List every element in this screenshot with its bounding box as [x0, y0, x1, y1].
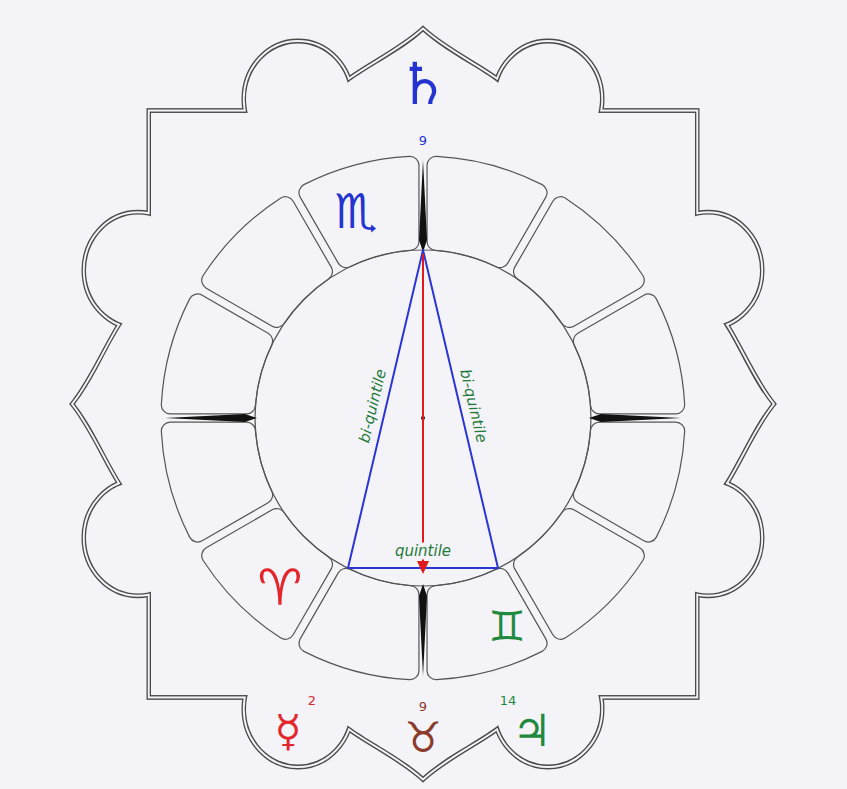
aspect-label: bi-quintile	[357, 368, 389, 445]
arrow-head	[417, 561, 429, 574]
degree-number: 9	[419, 700, 427, 713]
frame-gap	[75, 32, 771, 777]
planet-glyph: ♄	[397, 55, 449, 113]
zodiac-segment	[299, 568, 419, 679]
zodiac-segment	[427, 156, 547, 267]
degree-number: 9	[419, 134, 427, 147]
frame-ground	[75, 32, 771, 777]
zodiac-segment	[202, 509, 333, 640]
mandala-frame	[75, 32, 771, 777]
zodiac-segment	[573, 294, 684, 414]
spike	[419, 160, 427, 252]
zodiac-segment	[514, 197, 645, 328]
zodiac-segment	[299, 156, 419, 267]
spike	[419, 584, 427, 676]
zodiac-segment	[427, 568, 547, 679]
degree-number: 14	[500, 694, 517, 707]
planet-glyph: ☿	[274, 709, 301, 753]
sign-glyph: ♉	[404, 717, 442, 759]
spike	[589, 414, 681, 422]
aspect-triangle	[348, 250, 498, 568]
aspect-label: bi-quintile	[457, 368, 489, 445]
zodiac-segment	[573, 422, 684, 542]
sign-glyph: ♊	[488, 606, 526, 648]
zodiac-segment	[202, 197, 333, 328]
frame-outer-line	[75, 32, 771, 777]
spike	[165, 414, 257, 422]
arrow-shaft	[422, 254, 424, 563]
zodiac-ring	[161, 156, 684, 679]
zodiac-segment	[514, 509, 645, 640]
planet-glyph: ♃	[512, 709, 551, 753]
sign-glyph: ♏	[334, 187, 377, 235]
zodiac-segment	[161, 422, 272, 542]
aspect-label: quintile	[392, 543, 454, 560]
degree-number: 2	[308, 694, 316, 707]
cardinal-spikes	[165, 160, 681, 676]
inner-circle	[255, 250, 591, 586]
sign-glyph: ♈	[258, 563, 303, 613]
zodiac-segment	[161, 294, 272, 414]
frame-inner-line	[75, 32, 771, 777]
